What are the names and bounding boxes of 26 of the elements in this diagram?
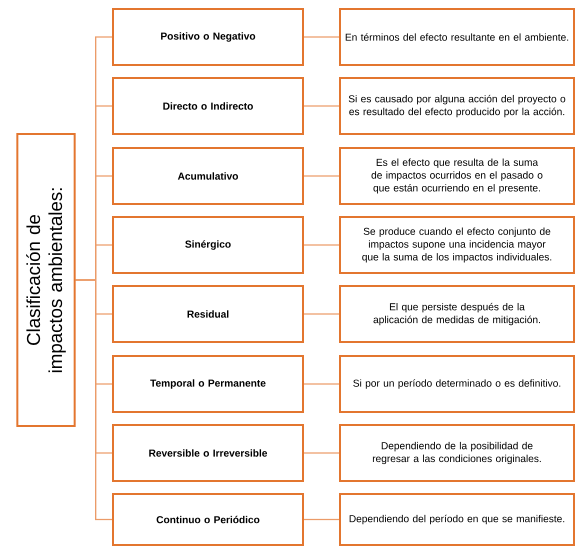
connector-line — [304, 244, 339, 246]
connector-line — [304, 518, 339, 520]
type-box: Sinérgico — [112, 216, 304, 274]
connector-line — [304, 175, 339, 177]
connector-line — [304, 313, 339, 315]
type-box: Directo o Indirecto — [112, 77, 304, 135]
connector-line — [76, 279, 112, 520]
type-box: Residual — [112, 285, 304, 343]
connector-line — [304, 452, 339, 454]
description-box: Es el efecto que resulta de la suma de impactos ocurridos en el pasado o que están ocurriendo en el presente. — [339, 147, 575, 205]
type-box: Temporal o Permanente — [112, 355, 304, 413]
connector-line — [304, 105, 339, 107]
description-box: Se produce cuando el efecto conjunto de impactos supone una incidencia mayor que la suma de los impactos individuales. — [339, 216, 575, 274]
description-box: En términos del efecto resultante en el ambiente. — [339, 8, 575, 66]
type-box: Acumulativo — [112, 147, 304, 205]
description-box: Dependiendo del período en que se manifieste. — [339, 493, 575, 546]
description-box: Dependiendo de la posibilidad de regresar a las condiciones originales. — [339, 424, 575, 482]
description-box: El que persiste después de la aplicación de medidas de mitigación. — [339, 285, 575, 343]
description-box: Si es causado por alguna acción del proyecto o es resultado del efecto producido por la acción. — [339, 77, 575, 135]
type-box: Continuo o Periódico — [112, 493, 304, 546]
connector-line — [304, 36, 339, 38]
type-box: Positivo o Negativo — [112, 8, 304, 66]
connector-line — [304, 383, 339, 385]
description-box: Si por un período determinado o es definitivo. — [339, 355, 575, 413]
type-box: Reversible o Irreversible — [112, 424, 304, 482]
category-box: Clasificación de impactos ambientales: — [16, 133, 76, 427]
